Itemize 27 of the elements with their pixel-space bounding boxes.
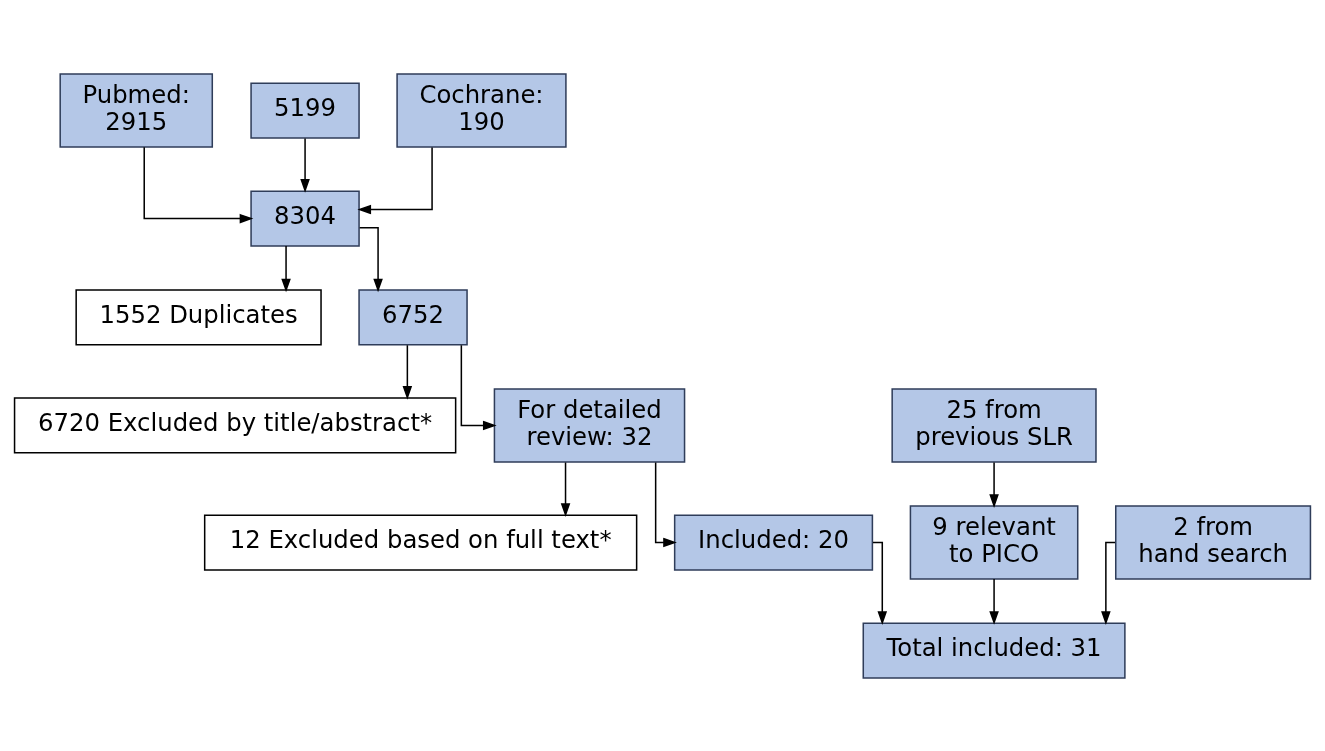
arrow	[300, 137, 310, 193]
arrow	[402, 344, 413, 400]
node-box: Total included: 31	[862, 621, 1126, 679]
node-box: 5199	[250, 81, 360, 139]
arrow	[358, 226, 383, 292]
arrow	[560, 461, 571, 517]
node-box: 12 Excluded based on full text*	[203, 513, 638, 571]
node-box: 6720 Excluded by title/abstract*	[13, 396, 457, 454]
arrow	[143, 145, 254, 223]
arrow	[654, 461, 677, 547]
node-box: 6752	[358, 288, 468, 346]
node-box: 25 from previous SLR	[891, 387, 1097, 463]
arrow	[460, 344, 497, 430]
node-box: For detailed review: 32	[493, 387, 686, 463]
arrow	[989, 461, 999, 508]
node-box: 1552 Duplicates	[75, 288, 322, 346]
arrow	[989, 577, 999, 625]
node-box: Pubmed: 2915	[59, 72, 214, 148]
node-box: Cochrane: 190	[396, 72, 567, 148]
node-box: 9 relevant to PICO	[909, 504, 1079, 580]
node-box: 8304	[250, 189, 360, 247]
arrow	[281, 244, 291, 292]
arrow	[872, 541, 888, 625]
node-box: 2 from hand search	[1115, 504, 1312, 580]
node-box: Included: 20	[673, 513, 874, 571]
arrow	[357, 146, 433, 214]
arrow	[1101, 541, 1116, 625]
